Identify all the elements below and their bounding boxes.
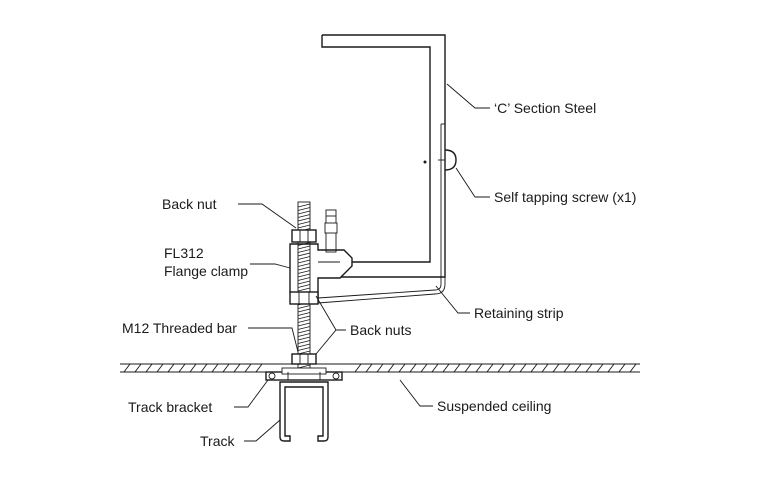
label-track-bracket: Track bracket	[128, 399, 212, 415]
label-threaded-bar: M12 Threaded bar	[122, 320, 237, 336]
leader-lines	[234, 83, 490, 442]
self-tapping-screw	[438, 149, 457, 171]
flange-clamp	[289, 209, 353, 301]
back-nut-top	[291, 229, 317, 243]
c-section-steel	[321, 34, 446, 278]
label-retaining-strip: Retaining strip	[474, 305, 564, 321]
label-flange-clamp-code: FL312	[164, 245, 204, 261]
label-c-section-steel: ‘C’ Section Steel	[494, 100, 596, 116]
label-flange-clamp: Flange clamp	[164, 263, 248, 279]
label-suspended-ceiling: Suspended ceiling	[437, 398, 551, 414]
labels: ‘C’ Section Steel Self tapping screw (x1…	[122, 100, 636, 449]
track-channel	[279, 381, 329, 442]
label-self-tapping-screw: Self tapping screw (x1)	[494, 189, 636, 205]
label-back-nut: Back nut	[162, 196, 217, 212]
suspended-ceiling	[120, 363, 640, 373]
label-back-nuts: Back nuts	[350, 322, 411, 338]
track-bracket	[265, 367, 343, 381]
label-track: Track	[200, 433, 235, 449]
